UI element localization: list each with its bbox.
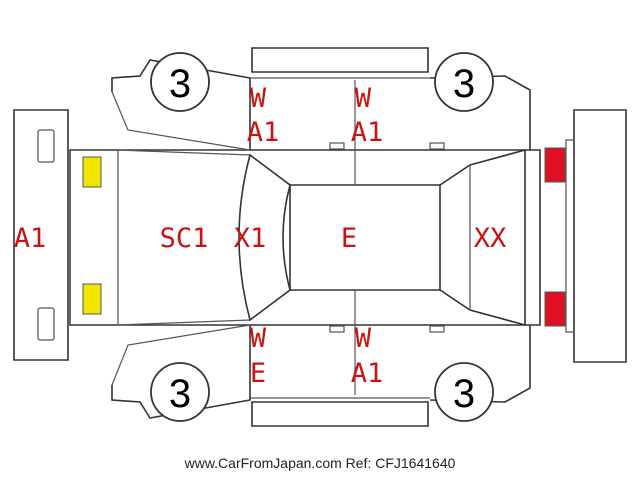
label-bottom-left-door-1: W [250, 323, 267, 354]
label-top-right-door-1: W [355, 83, 372, 114]
tire-top-left-value: 3 [169, 62, 191, 106]
label-hood: SC1 [160, 223, 209, 254]
label-bottom-left-door-2: E [250, 358, 266, 389]
car-body [69, 149, 541, 326]
headlight-top [82, 156, 102, 188]
label-roof: E [341, 223, 357, 254]
taillight-bottom [544, 291, 566, 327]
tire-bottom-left-value: 3 [169, 372, 191, 416]
footer: www.CarFromJapan.com Ref: CFJ1641640 [0, 455, 640, 471]
label-rear: XX [474, 223, 507, 254]
tire-top-right-value: 3 [453, 62, 475, 106]
tire-bottom-left: 3 [150, 362, 210, 422]
label-bottom-right-door-1: W [355, 323, 372, 354]
taillight-top [544, 147, 566, 183]
label-front-bumper: A1 [14, 223, 47, 254]
footer-ref: Ref: CFJ1641640 [345, 455, 456, 471]
tire-top-left: 3 [150, 52, 210, 112]
label-top-left-door-2: A1 [247, 117, 280, 148]
tire-bottom-right: 3 [434, 362, 494, 422]
label-bottom-right-door-2: A1 [351, 358, 384, 389]
headlight-bottom [82, 283, 102, 315]
label-windshield: X1 [234, 223, 267, 254]
front-bumper [13, 109, 69, 361]
label-top-left-door-1: W [250, 83, 267, 114]
tire-top-right: 3 [434, 52, 494, 112]
footer-site: www.CarFromJapan.com [184, 455, 342, 471]
label-top-right-door-2: A1 [351, 117, 384, 148]
cabin [238, 80, 526, 395]
tire-bottom-right-value: 3 [453, 372, 475, 416]
rear-bumper [565, 109, 627, 363]
